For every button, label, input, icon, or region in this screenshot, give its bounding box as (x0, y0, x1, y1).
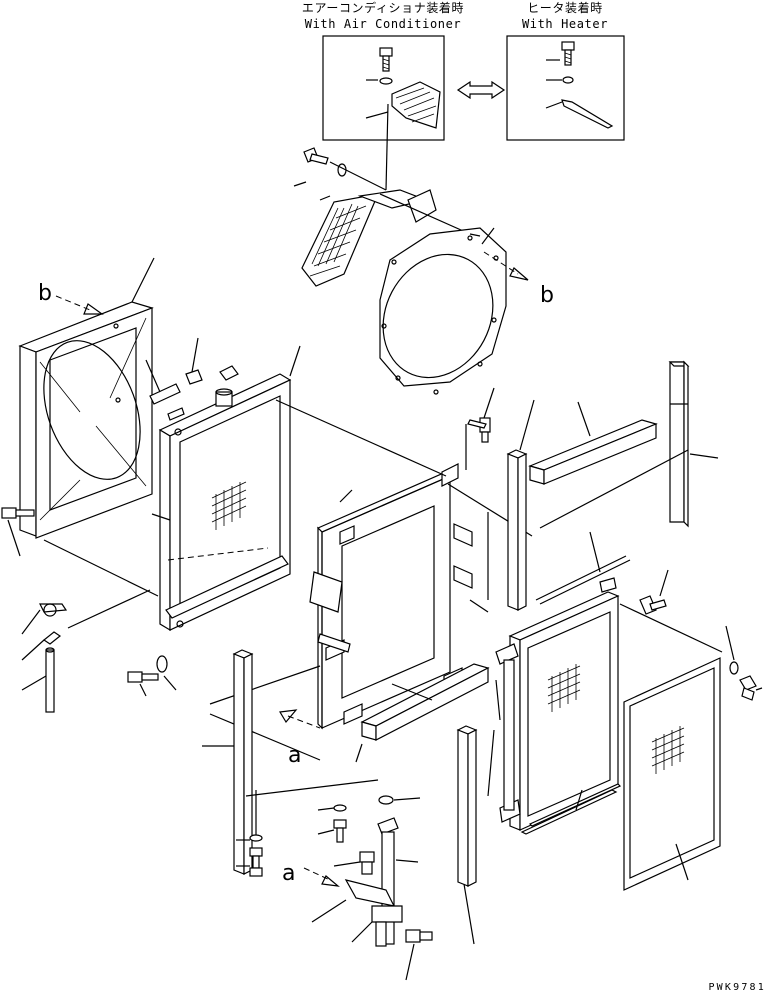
seal-strip-horizontal-upper (528, 419, 658, 485)
wing-nut-icon (739, 675, 757, 701)
seal-strip-vertical-right (668, 360, 690, 528)
inset-air-conditioner (322, 35, 445, 191)
view-marker-a-upper: a (288, 743, 301, 768)
bolt-icon (127, 671, 159, 683)
bolt-icon (333, 819, 347, 843)
bolt-icon (359, 851, 375, 875)
washer-icon (729, 661, 739, 675)
seal-strip-vertical-upper (506, 449, 528, 611)
washer-icon (333, 804, 347, 812)
radiator-core (158, 373, 292, 632)
view-marker-b-left: b (38, 281, 52, 306)
screen-net (623, 657, 721, 891)
seal-strip-horizontal-lower (360, 663, 490, 741)
condenser-core (495, 577, 620, 831)
washer-icon (379, 77, 393, 85)
rod-lower (520, 783, 622, 835)
hose-upper (145, 337, 239, 421)
washer-icon (562, 76, 574, 84)
hose-clips (309, 424, 489, 653)
view-marker-a-lower: a (282, 861, 295, 886)
inset-heater (506, 35, 625, 141)
top-bracket (301, 189, 471, 287)
bolt-icon (379, 47, 393, 72)
drain-valve (21, 589, 151, 713)
fan-shroud (18, 257, 155, 539)
fan-shroud-ring (379, 227, 507, 395)
bolt-icon (249, 847, 263, 877)
drain-pipe-assembly (344, 795, 433, 947)
interchange-arrow-icon (456, 80, 506, 100)
bolt-icon (1, 507, 35, 519)
drawing-code: PWK9781 (708, 982, 766, 993)
inset-heater-label-jp: ヒータ装着時 (527, 0, 603, 15)
view-marker-b-right: b (540, 283, 554, 308)
seal-strip-vertical-lower (456, 725, 478, 887)
bolt-icon (561, 41, 575, 66)
inset-ac-label-en: With Air Conditioner (305, 17, 462, 31)
rod-pair (535, 531, 631, 605)
seal-strip-vertical-left (232, 649, 254, 875)
bolt-icon (467, 417, 491, 443)
inset-ac-label-jp: エアーコンディショナ装着時 (302, 0, 464, 15)
center-frame (316, 463, 463, 730)
bracket-heater-plate (561, 99, 614, 129)
washer-icon (156, 655, 168, 673)
washer-icon (249, 834, 263, 842)
inset-heater-label-en: With Heater (522, 17, 608, 31)
bolt-icon (639, 595, 667, 615)
bolt-icon (303, 147, 329, 165)
washer-icon (378, 795, 394, 805)
